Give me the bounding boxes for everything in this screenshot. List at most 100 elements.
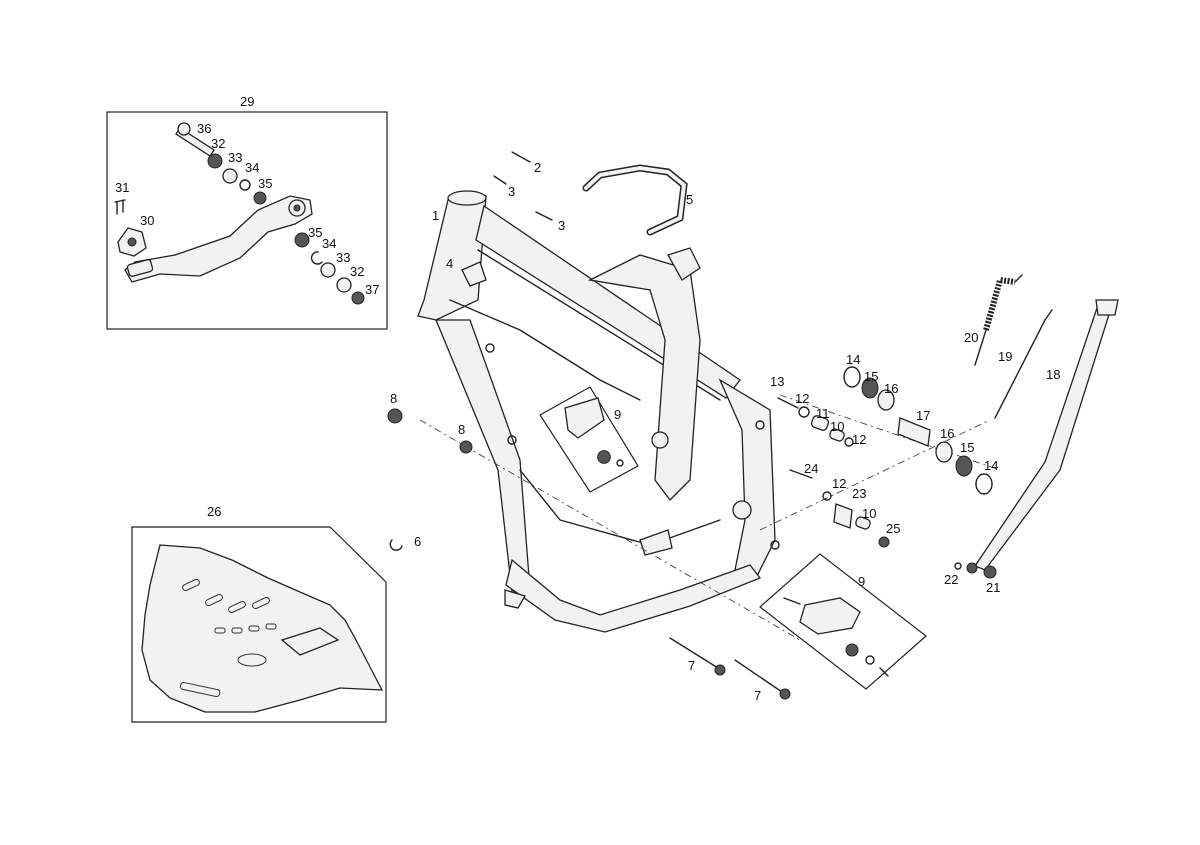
bushing-11	[810, 415, 830, 431]
washer-12-b	[844, 437, 854, 447]
stand-pin	[954, 562, 962, 570]
bolt-7-a-head	[714, 664, 726, 676]
label-17: 17	[916, 408, 930, 423]
label-12-b: 12	[852, 432, 866, 447]
footpeg-spring-lower	[845, 643, 859, 657]
nut-8-b	[459, 440, 473, 454]
bolt-7-b	[734, 659, 783, 693]
main-frame	[417, 190, 780, 633]
label-19: 19	[998, 349, 1012, 364]
lifting-handle-inner	[584, 165, 687, 234]
label-2: 2	[534, 160, 541, 175]
bearing-16-b	[935, 441, 953, 463]
label-3-a: 3	[508, 184, 515, 199]
label-13: 13	[770, 374, 784, 389]
bolt-7-a	[669, 637, 719, 669]
circlip-33-top	[222, 168, 238, 184]
label-26: 26	[207, 504, 221, 519]
lever-rubber-hole	[127, 237, 137, 247]
side-stand	[954, 274, 1119, 579]
rear-spar	[587, 254, 701, 501]
washer-12-a	[798, 406, 810, 418]
footpeg-pin-lower	[879, 667, 889, 677]
seal-14-b	[975, 473, 993, 495]
frame-bracket-bottom	[504, 589, 526, 609]
label-12-c: 12	[832, 476, 846, 491]
label-10-b: 10	[862, 506, 876, 521]
label-10-a: 10	[830, 419, 844, 434]
ring-34-top	[239, 179, 251, 191]
frame-bolt-hole-2	[507, 435, 517, 445]
washer-32-top	[207, 153, 223, 169]
swingarm-pivot-hole	[732, 500, 752, 520]
frame-bolts	[389, 539, 791, 700]
rod-19	[994, 309, 1053, 419]
label-6: 6	[414, 534, 421, 549]
frame-mount-hole	[651, 431, 669, 449]
small-parts-top	[493, 151, 688, 236]
lever-tip	[126, 259, 154, 277]
bearing-15-b	[955, 455, 973, 477]
label-37: 37	[365, 282, 379, 297]
ring-34-bottom	[310, 251, 323, 265]
inset-gear-lever: 29 36 32 33 34 35 31 30 35 34 33 32 37	[106, 94, 388, 330]
footpeg-spring-upper	[597, 450, 611, 464]
spacer-10-b	[855, 516, 871, 530]
label-8-a: 8	[390, 391, 397, 406]
label-33-top: 33	[228, 150, 242, 165]
label-16-a: 16	[884, 381, 898, 396]
label-24: 24	[804, 461, 818, 476]
footpeg-upper	[564, 397, 605, 439]
swingarm-pivot-plate	[718, 378, 776, 581]
frame-cross-brace	[449, 299, 641, 401]
bearing-16-a	[877, 389, 895, 411]
bearing-35-bottom	[294, 232, 310, 248]
label-36: 36	[197, 121, 211, 136]
skid-plate-slots	[179, 578, 340, 698]
pin-3-a	[493, 175, 507, 185]
washer-12-c	[822, 491, 832, 501]
frame-bracket-mid	[639, 529, 673, 556]
label-33-bottom: 33	[336, 250, 350, 265]
label-22: 22	[944, 572, 958, 587]
spacer-23	[833, 503, 853, 529]
side-stand-18	[974, 304, 1113, 571]
bolt-24	[789, 469, 813, 479]
label-23: 23	[852, 486, 866, 501]
pivot-hardware	[387, 366, 1001, 641]
label-34-top: 34	[245, 160, 259, 175]
frame-tab-4	[461, 261, 487, 287]
nut-8-a	[387, 408, 403, 424]
label-11: 11	[816, 406, 830, 421]
nut-25	[878, 536, 890, 548]
label-9-b: 9	[858, 574, 865, 589]
label-15-a: 15	[864, 369, 878, 384]
label-1: 1	[432, 208, 439, 223]
label-25: 25	[886, 521, 900, 536]
spacer-10-a	[829, 428, 845, 442]
label-8-b: 8	[458, 422, 465, 437]
label-3-b: 3	[558, 218, 565, 233]
spring-20-hooks	[974, 274, 1023, 366]
label-32-top: 32	[211, 136, 225, 151]
label-16-b: 16	[940, 426, 954, 441]
spring-20	[983, 276, 1016, 331]
axis-line-8	[419, 419, 801, 641]
footpeg-washer-lower	[865, 655, 875, 665]
label-14-b: 14	[984, 458, 998, 473]
bolt-7-b-head	[779, 688, 791, 700]
label-15-b: 15	[960, 440, 974, 455]
label-20: 20	[964, 330, 978, 345]
skid-plate	[141, 544, 384, 713]
stand-washer-22	[966, 562, 978, 574]
label-9-a: 9	[614, 407, 621, 422]
gear-shift-lever	[124, 195, 313, 283]
side-stand-foot	[1095, 299, 1119, 316]
label-31: 31	[115, 180, 129, 195]
pivot-bolt-head	[177, 122, 191, 136]
bearing-15-a	[861, 377, 879, 399]
frame-bolt-hole-1	[485, 343, 495, 353]
label-4: 4	[446, 256, 453, 271]
nut-37	[351, 291, 365, 305]
